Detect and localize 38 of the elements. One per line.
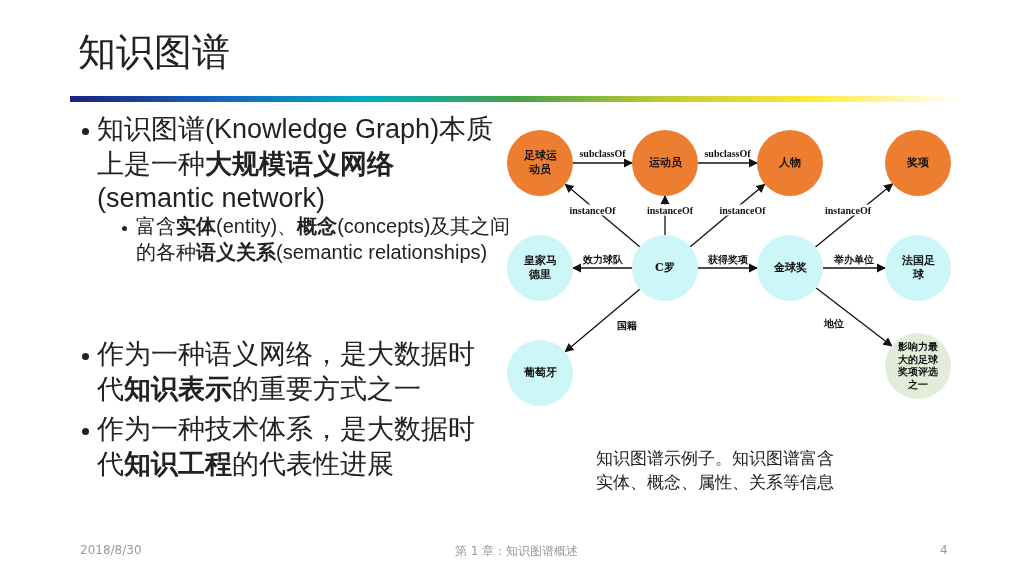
- node-label: 足球运动员: [522, 149, 558, 177]
- sub-bullet-text: 富含实体(entity)、概念(concepts)及其之间的各种语义关系(semantic relationships): [136, 214, 512, 265]
- figure-caption: 知识图谱示例子。知识图谱富含实体、概念、属性、关系等信息: [596, 447, 835, 494]
- node-label: 葡萄牙: [522, 366, 558, 380]
- node-label: 人物: [778, 156, 802, 170]
- page-number: 4: [940, 543, 948, 557]
- edge-label: instanceOf: [645, 204, 695, 215]
- arrow: [815, 287, 893, 347]
- bullet-text: 作为一种技术体系，是大数据时代知识工程的代表性进展: [97, 413, 476, 481]
- arrow: [814, 183, 894, 248]
- node-label: 影响力最大的足球奖项评选之一: [897, 341, 939, 391]
- bullet-text: 知识图谱(Knowledge Graph)本质上是一种大规模语义网络(semantic network): [97, 113, 495, 215]
- edge-label: 效力球队: [581, 253, 624, 267]
- arrow: [697, 263, 758, 273]
- edge-label: 国籍: [615, 318, 638, 333]
- node-label: 运动员: [647, 156, 683, 170]
- arrow: [572, 158, 633, 168]
- edge-label: 举办单位: [833, 253, 875, 267]
- footer-chapter: 第 1 章：知识图谱概述: [455, 543, 579, 560]
- arrow: [697, 158, 758, 168]
- arrow: [572, 263, 633, 273]
- arrow: [564, 288, 641, 353]
- node-label: 奖项: [906, 156, 930, 170]
- edge-label: instanceOf: [568, 204, 617, 215]
- arrow: [822, 263, 886, 273]
- edge-label: 获得奖项: [706, 253, 749, 267]
- node-label: 皇家马德里: [522, 254, 558, 282]
- edge-label: instanceOf: [823, 204, 873, 215]
- node-label: C罗: [654, 261, 676, 275]
- slide-title: 知识图谱: [78, 30, 230, 76]
- edge-label: 地位: [823, 317, 845, 331]
- footer-date: 2018/8/30: [80, 543, 142, 557]
- edge-label: subclassOf: [703, 147, 752, 159]
- edge-label: instanceOf: [718, 204, 767, 215]
- edge-label: subclassOf: [578, 147, 627, 159]
- bullet-text: 作为一种语义网络，是大数据时代知识表示的重要方式之一: [97, 338, 476, 406]
- node-label: 法国足球: [900, 254, 936, 282]
- node-label: 金球奖: [772, 261, 808, 275]
